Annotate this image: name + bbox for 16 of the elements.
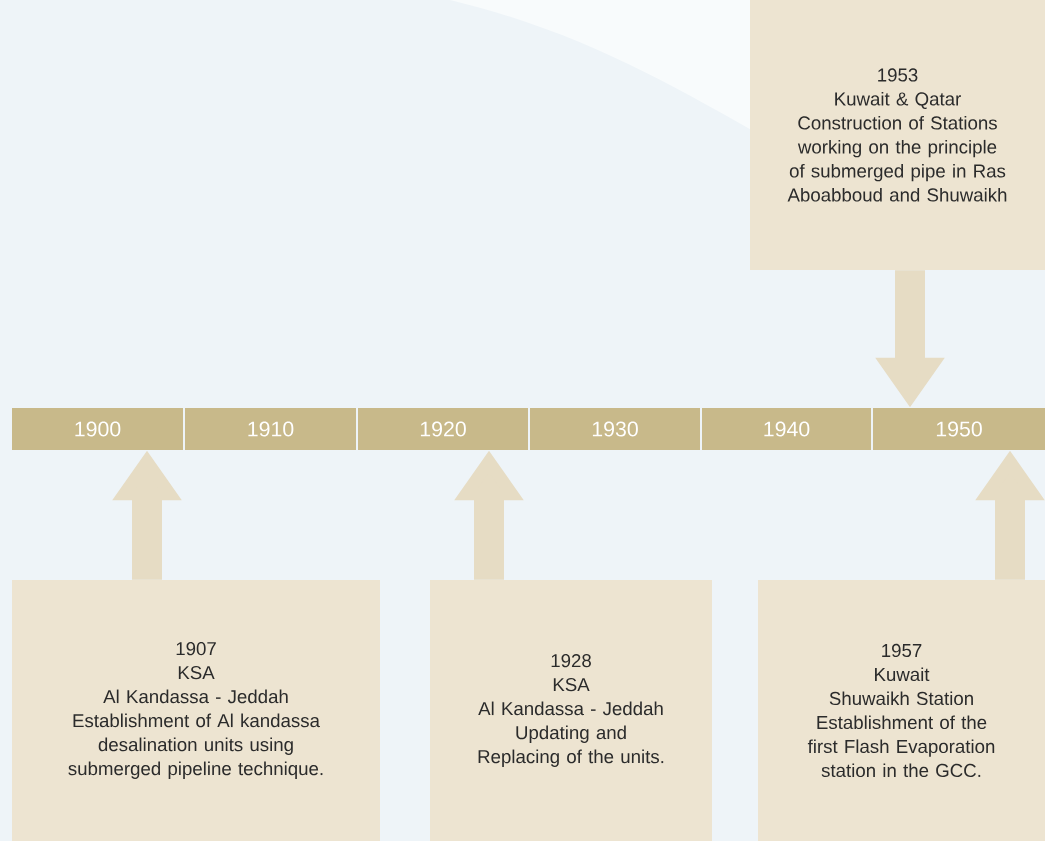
node-label: 1920: [420, 421, 466, 437]
timeline-segment: 1930: [530, 408, 700, 450]
node-label: 1950: [936, 421, 982, 437]
timeline-segment: 1950: [873, 408, 1045, 450]
node-label: 1930: [592, 421, 638, 437]
node-label: 1910: [248, 421, 294, 437]
event-box: 1957 Kuwait Shuwaikh Station Establishment of the first Flash Evaporation station in the GCC.: [758, 580, 1045, 841]
node-label: 1900: [75, 421, 121, 437]
event-box: 1907 KSA Al Kandassa - Jeddah Establishment of Al kandassa desalination units using submerged pipeline technique.: [12, 580, 380, 841]
timeline-segment: 1910: [185, 408, 356, 450]
timeline-segment: 1920: [358, 408, 528, 450]
event-box: 1928 KSA Al Kandassa - Jeddah Updating and Replacing of the units.: [430, 580, 712, 841]
timeline-segment: 1940: [702, 408, 871, 450]
node-label: 1940: [764, 421, 810, 437]
event-box: 1953 Kuwait & Qatar Construction of Stations working on the principle of submerged pipe in Ras Aboabboud and Shuwaikh: [750, 0, 1045, 270]
timeline-segment: 1900: [12, 408, 183, 450]
